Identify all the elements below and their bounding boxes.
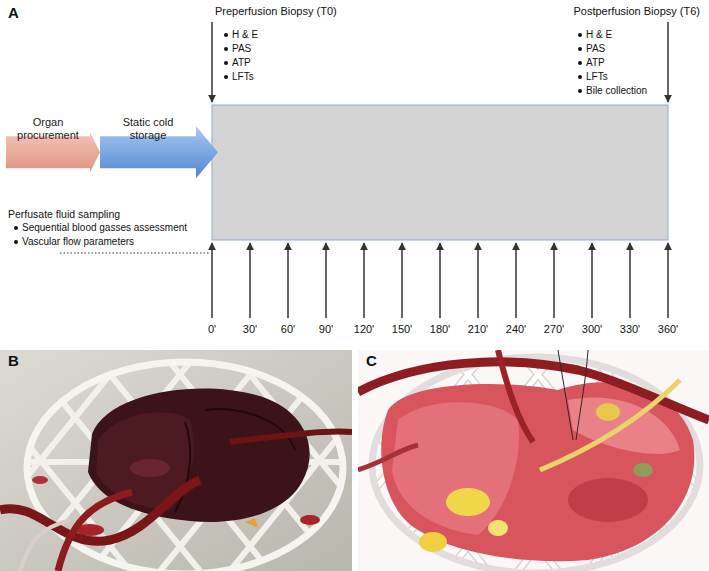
- bullet-dot: [578, 61, 582, 65]
- liver-photo-dark: [58, 492, 132, 571]
- bullet-item: H & E: [232, 29, 258, 41]
- liver-photo-pink: [358, 350, 709, 571]
- perfusion-timeline: [439, 243, 441, 318]
- node-label: Static cold storage: [111, 116, 185, 141]
- panel-letter: B: [8, 352, 19, 369]
- bullet-item: PAS: [586, 43, 605, 55]
- bullet-item: ATP: [586, 57, 605, 69]
- bullet-dot: [578, 89, 582, 93]
- liver-photo-pink: [446, 488, 490, 516]
- sampling-title: Perfusate fluid sampling: [8, 208, 120, 220]
- bullet-item: H & E: [586, 29, 612, 41]
- liver-photo-pink: [558, 350, 588, 440]
- time-point: 90': [319, 323, 333, 336]
- liver-photo-pink: [419, 532, 447, 552]
- time-point: 120': [354, 323, 374, 336]
- process-arrow: Static cold storage: [100, 116, 218, 180]
- perfusion-timeline: [60, 253, 209, 254]
- bullet-item: LFTs: [586, 71, 608, 83]
- time-point: 300': [582, 323, 602, 336]
- liver-photo-pink: [488, 520, 508, 536]
- liver-photo-pink: [596, 403, 620, 421]
- liver-photo-dark: [205, 409, 295, 450]
- time-point: 150': [392, 323, 412, 336]
- perfusion-timeline: [667, 22, 669, 102]
- perfusion-timeline: [211, 22, 213, 102]
- liver-photo-dark: [88, 388, 310, 522]
- perfusion-timeline: [629, 243, 631, 318]
- perfusion-timeline: [249, 243, 251, 318]
- perfusion-timeline: [553, 243, 555, 318]
- liver-photo-pink: [358, 445, 418, 470]
- liver-photo-pink: [372, 357, 700, 571]
- panel-letter: A: [8, 4, 19, 21]
- bullet-dot: [224, 75, 228, 79]
- time-point: 360': [658, 323, 678, 336]
- bullet-dot: [578, 47, 582, 51]
- perfusion-timeline: [591, 243, 593, 318]
- bullet-item: Sequential blood gasses assessment: [22, 222, 187, 234]
- bullet-item: ATP: [232, 57, 251, 69]
- time-point: 210': [468, 323, 488, 336]
- bullet-item: Vascular flow parameters: [22, 236, 134, 248]
- liver-photo-dark: [245, 518, 258, 528]
- perfusion-timeline: [212, 243, 668, 318]
- perfusion-timeline: [667, 243, 669, 318]
- perfusion-timeline: [287, 243, 289, 318]
- liver-photo-dark: [0, 350, 352, 571]
- liver-photo-pink: [358, 362, 709, 420]
- biopsy-title: Postperfusion Biopsy (T6): [573, 5, 700, 18]
- time-point: 30': [243, 323, 257, 336]
- node-label: Organ procurement: [11, 116, 85, 141]
- liver-photo-pink: [392, 402, 519, 535]
- bullet-item: LFTs: [232, 71, 254, 83]
- biopsy-title: Preperfusion Biopsy (T0): [215, 5, 337, 18]
- liver-photo-pink: [540, 380, 680, 470]
- perfusion-timeline: [401, 243, 403, 318]
- panel-letter: C: [366, 352, 377, 369]
- perfusion-timeline: [477, 243, 479, 318]
- liver-photo-pink: [568, 478, 648, 522]
- perfusion-timeline: [60, 22, 668, 318]
- time-point: 180': [430, 323, 450, 336]
- bullet-dot: [14, 240, 18, 244]
- time-point: 270': [544, 323, 564, 336]
- time-point: 240': [506, 323, 526, 336]
- bullet-item: PAS: [232, 43, 251, 55]
- perfusion-timeline: [325, 243, 327, 318]
- perfusion-timeline: [515, 243, 517, 318]
- liver-photo-dark: [230, 432, 352, 442]
- liver-photo-dark: [20, 520, 70, 571]
- process-arrow: Organ procurement: [6, 116, 100, 174]
- bullet-item: Bile collection: [586, 85, 647, 97]
- bullet-dot: [14, 226, 18, 230]
- time-point: 330': [620, 323, 640, 336]
- bullet-dot: [578, 33, 582, 37]
- bullet-dot: [224, 33, 228, 37]
- bullet-dot: [578, 75, 582, 79]
- liver-photo-dark: [0, 480, 200, 541]
- perfusion-timeline: [363, 243, 365, 318]
- time-point: 60': [281, 323, 295, 336]
- perfusion-timeline: [211, 243, 213, 318]
- bullet-dot: [224, 61, 228, 65]
- time-point: 0': [208, 323, 216, 336]
- liver-photo-dark: [32, 476, 48, 484]
- bullet-dot: [224, 47, 228, 51]
- liver-photo-dark: [130, 459, 170, 477]
- liver-photo-dark: [300, 515, 320, 525]
- liver-photo-pink: [498, 350, 533, 442]
- liver-photo-pink: [633, 463, 653, 477]
- perfusion-timeline: [212, 105, 668, 240]
